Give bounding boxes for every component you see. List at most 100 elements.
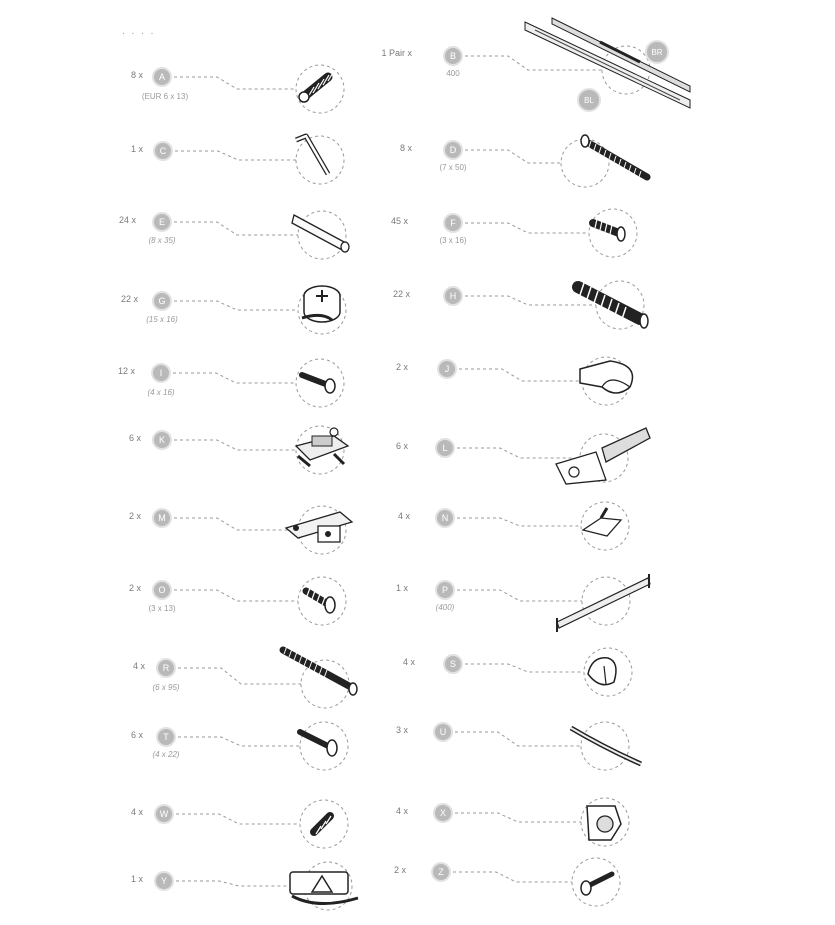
wood-screw-icon: [297, 729, 338, 757]
part-dimension: (3 x 16): [439, 236, 467, 245]
drawer-runner-icon: [524, 17, 691, 109]
detail-circle-x: [580, 797, 630, 847]
detail-circle-h: [595, 280, 645, 330]
part-badge-z: Z: [431, 862, 451, 882]
leader-line-k: [174, 439, 296, 451]
leader-line-t: [178, 736, 300, 747]
leader-line-s: [465, 663, 584, 673]
leader-line-a: [174, 76, 296, 90]
svg-text:BL: BL: [584, 96, 594, 105]
part-badge-f: F: [443, 213, 463, 233]
runner-label-br: BR: [645, 40, 669, 64]
part-quantity: 12 x: [117, 366, 135, 376]
part-badge-i: I: [151, 363, 171, 383]
detail-circle-u: [580, 721, 630, 771]
part-badge-a: A: [152, 67, 172, 87]
part-badge-u: U: [433, 722, 453, 742]
runner-label-bl: BL: [577, 88, 601, 112]
part-quantity: 45 x: [390, 216, 408, 226]
wood-dowel-icon: [291, 214, 350, 253]
part-dimension: (15 x 16): [146, 315, 178, 324]
mounting-plate-icon: [294, 427, 350, 468]
hinge-plate-icon: [284, 511, 354, 543]
leader-line-c: [175, 150, 296, 161]
leader-line-n: [457, 517, 581, 527]
part-quantity: 4 x: [132, 661, 145, 671]
detail-circle-e: [297, 210, 347, 260]
detail-circle-n: [580, 501, 630, 551]
leader-line-b: [465, 55, 602, 71]
part-quantity: 2 x: [128, 511, 141, 521]
leader-line-e: [174, 221, 298, 236]
leader-line-r: [178, 667, 301, 685]
detail-circle-c: [295, 135, 345, 185]
part-badge-d: D: [443, 140, 463, 160]
detail-circle-k: [295, 425, 345, 475]
detail-circle-d: [560, 138, 610, 188]
part-dimension: 400: [446, 69, 460, 78]
cabinet-hinge-icon: [555, 427, 651, 485]
part-badge-x: X: [433, 803, 453, 823]
part-quantity: 2 x: [128, 583, 141, 593]
leader-line-g: [174, 300, 298, 311]
hanging-bracket-icon: [579, 360, 634, 394]
part-dimension: (8 x 35): [148, 236, 176, 245]
leader-line-o: [174, 589, 298, 602]
detail-circle-z: [571, 857, 621, 907]
part-quantity: 4 x: [130, 807, 143, 817]
short-screw-icon: [589, 218, 626, 242]
part-quantity: 4 x: [397, 511, 410, 521]
leader-line-z: [453, 871, 572, 883]
part-quantity: 1 x: [395, 583, 408, 593]
part-badge-w: W: [154, 804, 174, 824]
part-badge-s: S: [443, 654, 463, 674]
part-quantity: 2 x: [395, 362, 408, 372]
euro-screw-icon: [298, 70, 335, 103]
part-quantity: 1 x: [130, 144, 143, 154]
wall-plug-icon: [572, 281, 649, 329]
countersunk-screw-icon: [299, 372, 336, 394]
plastic-cap-icon: [587, 657, 617, 686]
part-badge-j: J: [437, 359, 457, 379]
detail-circle-a: [295, 64, 345, 114]
leader-line-p: [457, 589, 582, 602]
detail-circle-o: [297, 576, 347, 626]
leader-line-x: [455, 812, 581, 823]
part-badge-c: C: [153, 141, 173, 161]
part-quantity: 1 Pair x: [381, 48, 412, 58]
part-dimension: (6 x 95): [152, 683, 180, 692]
detail-circle-i: [295, 358, 345, 408]
part-badge-p: P: [435, 580, 455, 600]
leader-line-i: [173, 372, 296, 384]
allen-key-icon: [295, 133, 331, 176]
cam-lock-icon: [301, 285, 341, 323]
part-quantity: 24 x: [118, 215, 136, 225]
part-badge-t: T: [156, 727, 176, 747]
part-badge-h: H: [443, 286, 463, 306]
leader-line-l: [457, 447, 580, 459]
warning-strap-kit-icon: [289, 871, 359, 906]
part-badge-n: N: [435, 508, 455, 528]
part-quantity: 8 x: [130, 70, 143, 80]
part-dimension: (3 x 13): [148, 604, 176, 613]
leader-line-h: [465, 295, 596, 306]
leader-line-w: [176, 813, 300, 825]
part-quantity: 2 x: [393, 865, 406, 875]
part-badge-m: M: [152, 508, 172, 528]
part-badge-r: R: [156, 658, 176, 678]
detail-circle-p: [581, 576, 631, 626]
part-quantity: 3 x: [395, 725, 408, 735]
leader-line-u: [455, 731, 581, 747]
part-badge-b: B: [443, 46, 463, 66]
detail-circle-t: [299, 721, 349, 771]
part-dimension: (4 x 22): [152, 750, 180, 759]
part-badge-o: O: [152, 580, 172, 600]
shelf-support-icon: [581, 507, 623, 537]
part-badge-e: E: [152, 212, 172, 232]
part-quantity: 8 x: [399, 143, 412, 153]
part-quantity: 6 x: [128, 433, 141, 443]
small-dowel-screw-icon: [310, 812, 334, 836]
detail-circle-g: [297, 285, 347, 335]
